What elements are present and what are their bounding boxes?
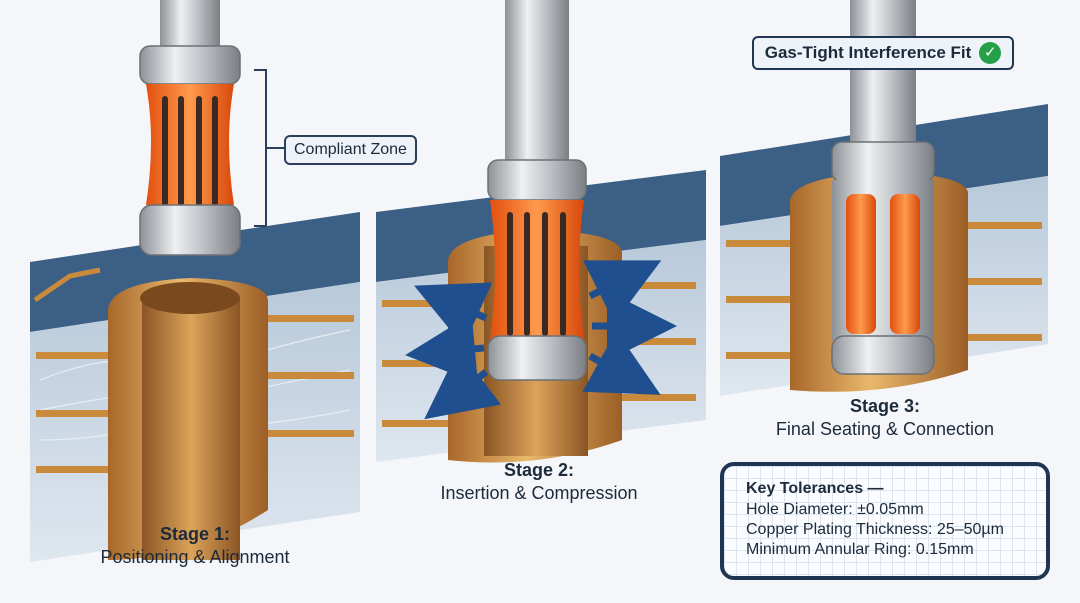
stage-2-title: Stage 2: bbox=[503, 460, 575, 480]
key-tolerances-panel: Key Tolerances — Hole Diameter: ±0.05mm … bbox=[720, 462, 1050, 580]
tolerance-plating-thickness: Copper Plating Thickness: 25–50µm bbox=[746, 521, 1004, 538]
compliant-slots bbox=[507, 212, 566, 336]
arrow-icon bbox=[424, 348, 502, 420]
pin-shaft bbox=[850, 0, 916, 150]
stage-3-subtitle: Final Seating & Connection bbox=[775, 419, 995, 439]
compliant-zone-seated bbox=[890, 194, 920, 334]
inner-copper-layers bbox=[36, 315, 354, 473]
gas-tight-label: Gas-Tight Interference Fit bbox=[764, 43, 972, 62]
tolerances-heading: Key Tolerances — bbox=[746, 480, 884, 497]
pin-collar-top bbox=[487, 159, 587, 201]
compliant-zone-bracket bbox=[254, 69, 286, 227]
pin-collar-top bbox=[139, 45, 241, 85]
stage-3-panel bbox=[720, 0, 1048, 396]
stage-2-panel bbox=[376, 0, 706, 463]
gas-tight-badge: Gas-Tight Interference Fit ✓ bbox=[752, 36, 1014, 70]
force-arrows bbox=[405, 260, 677, 420]
pin-collar-bottom bbox=[831, 335, 935, 375]
pin-shaft bbox=[505, 0, 569, 170]
compliant-zone-callout: Compliant Zone bbox=[284, 135, 417, 165]
tolerance-annular-ring: Minimum Annular Ring: 0.15mm bbox=[746, 541, 974, 558]
compliant-zone bbox=[490, 200, 584, 340]
surface-trace bbox=[33, 267, 101, 303]
hole-rim bbox=[140, 282, 240, 314]
compliant-zone-seated bbox=[846, 194, 876, 334]
check-circle-icon: ✓ bbox=[979, 42, 1002, 64]
stage-3-title: Stage 3: bbox=[849, 396, 921, 416]
tolerance-hole-diameter: Hole Diameter: ±0.05mm bbox=[746, 501, 924, 518]
compliant-slots bbox=[162, 96, 218, 206]
stage-1-panel bbox=[30, 0, 360, 562]
stage-2-subtitle: Insertion & Compression bbox=[440, 483, 638, 503]
hole-bore bbox=[142, 298, 240, 560]
pin-collar-top bbox=[831, 141, 935, 183]
pin-collar-bottom bbox=[139, 204, 241, 256]
stage-1-title: Stage 1: bbox=[159, 524, 231, 544]
stage-2-label: Stage 2: Insertion & Compression bbox=[404, 460, 674, 504]
pin-collar-bottom bbox=[487, 335, 587, 381]
arrow-icon bbox=[582, 330, 661, 395]
arrow-icon bbox=[414, 282, 493, 347]
stage-3-label: Stage 3: Final Seating & Connection bbox=[740, 396, 1030, 440]
compliant-zone bbox=[146, 84, 234, 205]
stage-1-label: Stage 1: Positioning & Alignment bbox=[60, 524, 330, 568]
inner-copper-layers bbox=[726, 222, 1042, 359]
pin-shaft bbox=[160, 0, 220, 50]
stage-1-subtitle: Positioning & Alignment bbox=[100, 547, 290, 567]
arrow-icon bbox=[405, 313, 485, 384]
arrow-icon bbox=[583, 260, 662, 323]
